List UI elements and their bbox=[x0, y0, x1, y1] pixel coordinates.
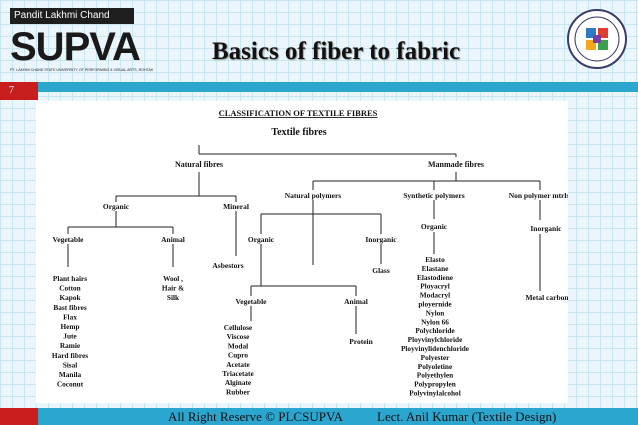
node-vegetable: Vegetable bbox=[53, 235, 85, 244]
node-natural-fibres: Natural fibres bbox=[175, 160, 223, 169]
list-item: Polyethylen bbox=[417, 371, 453, 380]
list-item: Elastane bbox=[422, 264, 450, 273]
list-item: Elasto bbox=[425, 255, 445, 264]
list-item: Ployvinylidenchloride bbox=[401, 344, 470, 353]
list-item: Ployacryl bbox=[420, 282, 450, 291]
classification-diagram: CLASSIFICATION OF TEXTILE FIBRES Textile… bbox=[36, 101, 571, 403]
footer-red-block bbox=[0, 408, 38, 425]
list-item: Ramie bbox=[60, 341, 81, 350]
slide-footer: All Right Reserve © PLCSUPVA Lect. Anil K… bbox=[0, 408, 638, 425]
list-item: Jute bbox=[63, 332, 77, 341]
list-item: Manila bbox=[59, 370, 82, 379]
top-accent-bar bbox=[0, 82, 638, 92]
node-syn-organic: Organic bbox=[421, 222, 448, 231]
list-item: Ployvinylchloride bbox=[408, 335, 463, 344]
list-item: Hemp bbox=[60, 322, 79, 331]
list-item: Polyoletine bbox=[418, 362, 453, 371]
node-np-vegetable: Vegetable bbox=[236, 297, 268, 306]
logo-sub-text: PT. LAKHMI CHAND STATE UNIVERSITY OF PER… bbox=[10, 68, 154, 72]
slide-header: Pandit Lakhmi Chand SUPVA PT. LAKHMI CHA… bbox=[0, 0, 638, 78]
list-item: Sisal bbox=[63, 360, 78, 369]
list-item: Viscose bbox=[227, 332, 251, 341]
list-item: Hard fibres bbox=[52, 351, 88, 360]
supva-logo: Pandit Lakhmi Chand SUPVA PT. LAKHMI CHA… bbox=[10, 8, 153, 72]
list-item: Polyester bbox=[421, 353, 451, 362]
footer-rights: All Right Reserve © PLCSUPVA bbox=[168, 409, 344, 424]
node-np-organic: Organic bbox=[248, 235, 275, 244]
list-item: Wool , bbox=[163, 274, 183, 283]
node-root: Textile fibres bbox=[271, 127, 326, 138]
node-natural-polymers: Natural polymers bbox=[285, 191, 342, 200]
node-organic: Organic bbox=[103, 202, 130, 211]
list-item: Cotton bbox=[59, 284, 81, 293]
list-item: Polychloride bbox=[415, 326, 455, 335]
node-non-polymer: Non polymer mtrls. bbox=[509, 191, 568, 200]
node-mineral: Mineral bbox=[223, 202, 249, 211]
list-item: ployernide bbox=[418, 300, 452, 309]
connector-lines bbox=[67, 145, 541, 334]
list-item: Polypropylen bbox=[414, 380, 456, 389]
node-manmade-fibres: Manmade fibres bbox=[428, 160, 484, 169]
page-number: 7 bbox=[0, 82, 38, 100]
synthetic-polymer-list: ElastoElastaneElastodienePloyacrylModacr… bbox=[401, 255, 470, 398]
list-item: Silk bbox=[167, 293, 180, 302]
logo-top-text: Pandit Lakhmi Chand bbox=[10, 8, 134, 24]
list-item: Rubber bbox=[226, 387, 251, 396]
node-metal-carbon: Metal carbon bbox=[525, 293, 568, 302]
list-item: Cupro bbox=[228, 351, 248, 360]
list-item: Nylon bbox=[426, 308, 445, 317]
list-item: Acetate bbox=[226, 360, 250, 369]
logo-main-text: SUPVA bbox=[10, 25, 141, 69]
list-item: Triacetate bbox=[222, 369, 254, 378]
list-item: Elastodiene bbox=[417, 273, 454, 282]
node-np-animal: Animal bbox=[344, 297, 368, 306]
list-item: Plant hairs bbox=[53, 274, 87, 283]
list-item: Nylon 66 bbox=[421, 317, 449, 326]
node-np-inorganic: Inorganic bbox=[365, 235, 397, 244]
list-item: Bast fibres bbox=[53, 303, 86, 312]
node-nonpoly-inorganic: Inorganic bbox=[530, 224, 562, 233]
node-asbestors: Asbestors bbox=[212, 261, 243, 270]
footer-text: All Right Reserve © PLCSUPVA Lect. Anil K… bbox=[168, 409, 556, 425]
list-item: Hair & bbox=[162, 284, 184, 293]
list-item: Kapok bbox=[59, 293, 81, 302]
list-item: Modal bbox=[228, 341, 248, 350]
node-animal: Animal bbox=[161, 235, 185, 244]
diagram-heading: CLASSIFICATION OF TEXTILE FIBRES bbox=[219, 108, 378, 118]
animal-fibre-list: Wool ,Hair &Silk bbox=[162, 274, 184, 302]
list-item: Flax bbox=[63, 312, 77, 321]
slide-title: Basics of fiber to fabric bbox=[212, 38, 461, 65]
node-glass: Glass bbox=[372, 266, 390, 275]
list-item: Polyvinylalcohol bbox=[409, 389, 461, 398]
list-item: Coconut bbox=[57, 380, 84, 389]
footer-lecturer: Lect. Anil Kumar (Textile Design) bbox=[377, 409, 557, 424]
node-synthetic-polymers: Synthetic polymers bbox=[403, 191, 465, 200]
node-protein: Protein bbox=[349, 337, 373, 346]
university-emblem-icon bbox=[567, 9, 627, 69]
np-vegetable-list: CelluloseViscoseModalCuproAcetateTriacet… bbox=[222, 323, 254, 396]
list-item: Modacryl bbox=[420, 291, 450, 300]
list-item: Alginate bbox=[225, 378, 252, 387]
list-item: Cellulose bbox=[224, 323, 253, 332]
